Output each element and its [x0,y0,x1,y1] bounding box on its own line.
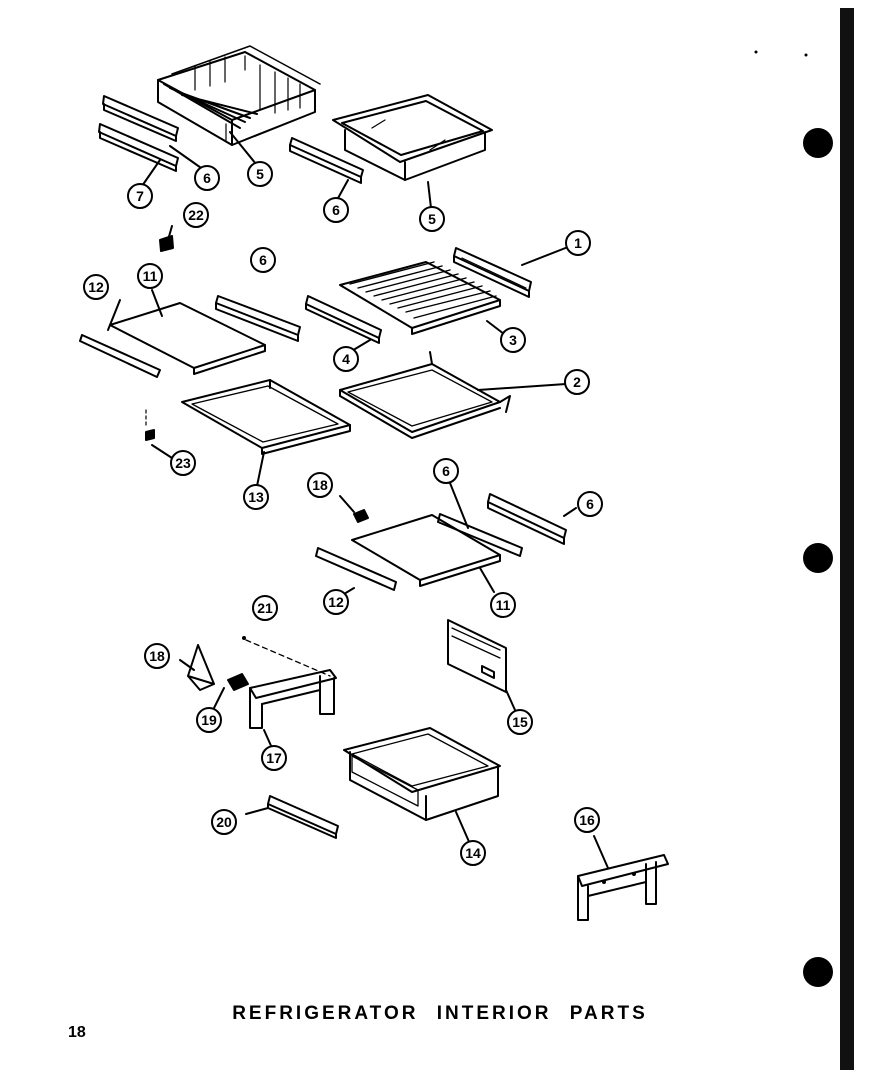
callout-20: 20 [211,809,237,835]
callout-18: 18 [144,643,170,669]
glass-shelf-part [109,302,266,375]
crisper-drawer-part [343,727,501,821]
callout-4: 4 [333,346,359,372]
rail-part [453,247,532,298]
panel-part [447,619,507,693]
svg-text:15: 15 [512,714,528,730]
callout-6: 6 [194,165,220,191]
shelf-frame-part [339,351,511,439]
callout-5: 5 [247,161,273,187]
glass-shelf-part [351,514,501,587]
binder-hole-bottom [803,957,833,987]
callout-11: 11 [490,592,516,618]
rail-part [267,795,339,839]
svg-text:6: 6 [259,252,267,268]
drawing-sheet [12,8,854,1070]
bracket-part [249,669,337,729]
svg-text:7: 7 [136,188,144,204]
callout-22: 22 [183,202,209,228]
callout-14: 14 [460,840,486,866]
svg-text:2: 2 [573,374,581,390]
callout-21: 21 [252,595,278,621]
svg-text:21: 21 [257,600,273,616]
speck-mark [804,53,808,57]
svg-text:6: 6 [203,170,211,186]
rail-part [98,123,179,172]
callout-5: 5 [419,206,445,232]
svg-text:22: 22 [188,207,204,223]
svg-text:6: 6 [586,496,594,512]
callout-11: 11 [137,263,163,289]
callout-6: 6 [433,458,459,484]
callout-16: 16 [574,807,600,833]
rail-part [305,295,382,344]
clip-part [227,673,249,691]
svg-text:23: 23 [175,455,191,471]
svg-text:16: 16 [579,812,595,828]
wire-shelf-part [339,261,501,335]
svg-text:11: 11 [496,597,511,613]
svg-text:11: 11 [143,268,158,284]
page-number: 18 [68,1024,86,1041]
rail-part [289,137,364,184]
svg-text:1: 1 [574,235,582,251]
svg-text:6: 6 [442,463,450,479]
callout-23: 23 [170,450,196,476]
clip-part [159,235,174,252]
svg-text:20: 20 [216,814,232,830]
callout-1: 1 [565,230,591,256]
callout-6: 6 [323,197,349,223]
callout-12: 12 [323,589,349,615]
bracket-part [577,854,669,921]
callout-18: 18 [307,472,333,498]
svg-text:14: 14 [465,845,481,861]
diagram-title: REFRIGERATOR INTERIOR PARTS [232,1003,648,1024]
trim-part [79,334,161,378]
crisper-pan-part [332,94,493,181]
cover-part [187,644,215,691]
svg-text:12: 12 [88,279,104,295]
callout-13: 13 [243,484,269,510]
svg-text:5: 5 [256,166,264,182]
svg-text:12: 12 [328,594,344,610]
svg-text:19: 19 [201,712,217,728]
rail-part [315,547,397,591]
svg-text:18: 18 [312,477,328,493]
shelf-frame-part [181,379,351,455]
svg-text:6: 6 [332,202,340,218]
rail-part [437,513,523,557]
callout-19: 19 [196,707,222,733]
callout-7: 7 [127,183,153,209]
wire-basket-part [157,45,321,146]
svg-text:5: 5 [428,211,436,227]
clip-part [353,509,369,523]
callout-12: 12 [83,274,109,300]
svg-text:4: 4 [342,351,350,367]
callout-3: 3 [500,327,526,353]
callout-17: 17 [261,745,287,771]
stud-part [145,429,155,441]
svg-text:13: 13 [248,489,264,505]
binder-hole-top [803,128,833,158]
callout-6: 6 [250,247,276,273]
svg-text:3: 3 [509,332,517,348]
rail-part [102,95,179,142]
callout-2: 2 [564,369,590,395]
rail-part [215,295,301,342]
binder-hole-middle [803,543,833,573]
svg-text:18: 18 [149,648,165,664]
svg-text:17: 17 [266,750,282,766]
callout-6: 6 [577,491,603,517]
callout-15: 15 [507,709,533,735]
rail-part [487,493,567,545]
speck-mark [754,50,758,54]
